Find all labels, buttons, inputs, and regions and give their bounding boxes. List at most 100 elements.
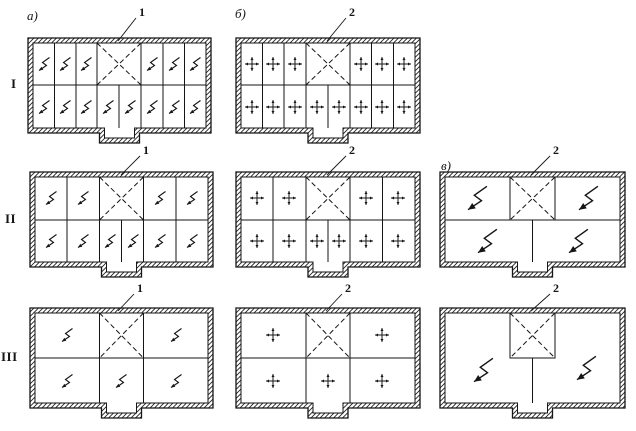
arrowhead <box>380 111 384 114</box>
stair-cross-icon <box>96 42 142 86</box>
arrowhead <box>315 111 319 114</box>
arrowhead <box>293 196 296 200</box>
arrowhead <box>277 379 280 383</box>
span-arrow-icon <box>124 100 136 114</box>
plan-b-II <box>235 171 421 278</box>
arrowhead <box>271 328 275 331</box>
exterior-wall-outline <box>235 37 421 144</box>
arrowhead <box>474 375 482 382</box>
arrowhead <box>354 105 357 109</box>
arrowhead <box>155 243 160 248</box>
span-arrow-icon <box>102 100 114 114</box>
arrowhead <box>386 333 389 337</box>
span-arrow-icon <box>45 191 57 205</box>
arrowhead <box>468 203 476 210</box>
arrowhead <box>391 239 394 243</box>
exterior-wall-hatch <box>440 308 625 418</box>
callout: 1 <box>117 281 143 312</box>
span-arrow-icon <box>80 100 92 114</box>
arrowhead <box>380 339 384 342</box>
arrowhead <box>343 239 346 243</box>
arrowhead <box>256 105 259 109</box>
arrowhead <box>271 100 275 103</box>
arrowhead <box>375 105 378 109</box>
four-way-span-arrow-icon <box>250 191 264 205</box>
span-arrow-icon <box>61 328 73 342</box>
exterior-wall-outline <box>235 307 421 419</box>
exterior-wall-outline <box>29 171 214 278</box>
callout-number: 2 <box>349 143 355 157</box>
arrowhead <box>380 374 384 377</box>
plan-b-III <box>235 307 421 419</box>
span-arrow-icon <box>127 234 139 248</box>
arrowhead <box>271 111 275 114</box>
arrowhead <box>245 105 248 109</box>
stair-cross-icon <box>305 312 351 359</box>
arrowhead <box>402 57 406 60</box>
span-arrow-icon <box>170 328 182 342</box>
arrowhead <box>310 239 313 243</box>
arrowhead <box>364 245 368 248</box>
four-way-span-arrow-icon <box>391 234 405 248</box>
arrowhead <box>321 379 324 383</box>
stairwell <box>99 312 144 359</box>
arrowhead <box>39 66 44 71</box>
arrowhead <box>169 66 174 71</box>
interior-wall-outline <box>34 312 209 414</box>
arrowhead <box>375 62 378 66</box>
arrowhead <box>78 243 83 248</box>
arrowhead <box>250 68 254 71</box>
stair-cross-icon <box>96 42 142 86</box>
stairwell <box>305 176 351 221</box>
stairwell <box>96 42 142 86</box>
exterior-wall-outline <box>439 307 626 419</box>
span-arrow-icon <box>80 57 92 71</box>
four-way-span-arrow-icon <box>375 57 389 71</box>
four-way-span-arrow-icon <box>266 100 280 114</box>
arrowhead <box>81 66 86 71</box>
arrowhead <box>402 196 405 200</box>
arrowhead <box>256 62 259 66</box>
callout: 2 <box>325 281 351 312</box>
arrowhead <box>190 109 195 114</box>
arrowhead <box>337 234 341 237</box>
four-way-span-arrow-icon <box>375 374 389 388</box>
arrowhead <box>370 196 373 200</box>
span-arrow-icon <box>189 57 201 71</box>
four-way-span-arrow-icon <box>354 57 368 71</box>
arrowhead <box>337 100 341 103</box>
callout-leader-line <box>325 293 343 312</box>
arrowhead <box>293 111 297 114</box>
arrowhead <box>266 62 269 66</box>
arrowhead <box>299 105 302 109</box>
stairwell <box>509 176 556 221</box>
arrowhead <box>310 105 313 109</box>
arrowhead <box>128 243 133 248</box>
arrowhead <box>343 105 346 109</box>
callout: 1 <box>120 143 149 176</box>
arrowhead <box>386 379 389 383</box>
arrowhead <box>321 105 324 109</box>
arrowhead <box>332 239 335 243</box>
span-arrow-icon <box>154 191 166 205</box>
arrowhead <box>116 383 121 388</box>
arrowhead <box>103 109 108 114</box>
arrowhead <box>326 385 330 388</box>
span-arrow-icon <box>38 100 50 114</box>
stairwell <box>99 176 144 221</box>
arrowhead <box>569 246 577 253</box>
arrowhead <box>261 239 264 243</box>
arrowhead <box>408 105 411 109</box>
four-way-span-arrow-icon <box>375 328 389 342</box>
arrowhead <box>380 100 384 103</box>
arrowhead <box>577 373 585 380</box>
four-way-span-arrow-icon <box>359 234 373 248</box>
exterior-wall-outline <box>235 171 421 278</box>
arrowhead <box>266 333 269 337</box>
plan-a-III <box>29 307 214 419</box>
stair-cross-icon <box>305 176 351 221</box>
callout: 1 <box>117 5 145 42</box>
four-way-span-arrow-icon <box>391 191 405 205</box>
stair-cross-icon <box>99 176 144 221</box>
